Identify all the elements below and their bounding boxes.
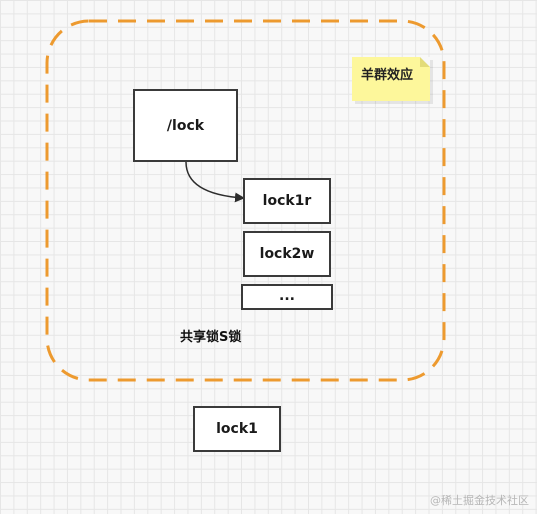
root-lock-node: /lock	[133, 89, 238, 162]
lock-to-lock1r-connector	[185, 161, 245, 203]
lock2w-node: lock2w	[243, 231, 331, 277]
ellipsis-node: ...	[241, 284, 333, 310]
ellipsis-node-label: ...	[279, 288, 295, 304]
lock2w-node-label: lock2w	[259, 246, 315, 262]
herd-effect-note-label: 羊群效应	[361, 68, 414, 83]
shared-lock-group-label: 共享锁S锁	[180, 330, 242, 345]
note-fold-corner	[420, 57, 430, 67]
shared-lock-group-border	[45, 19, 446, 382]
lock1r-node-label: lock1r	[262, 193, 312, 209]
lock1-node-label: lock1	[216, 421, 258, 437]
watermark: @稀土掘金技术社区	[430, 494, 529, 507]
herd-effect-note: 羊群效应	[352, 57, 430, 101]
lock1-node: lock1	[193, 406, 281, 452]
lock1r-node: lock1r	[243, 178, 331, 224]
root-lock-node-label: /lock	[166, 117, 205, 134]
